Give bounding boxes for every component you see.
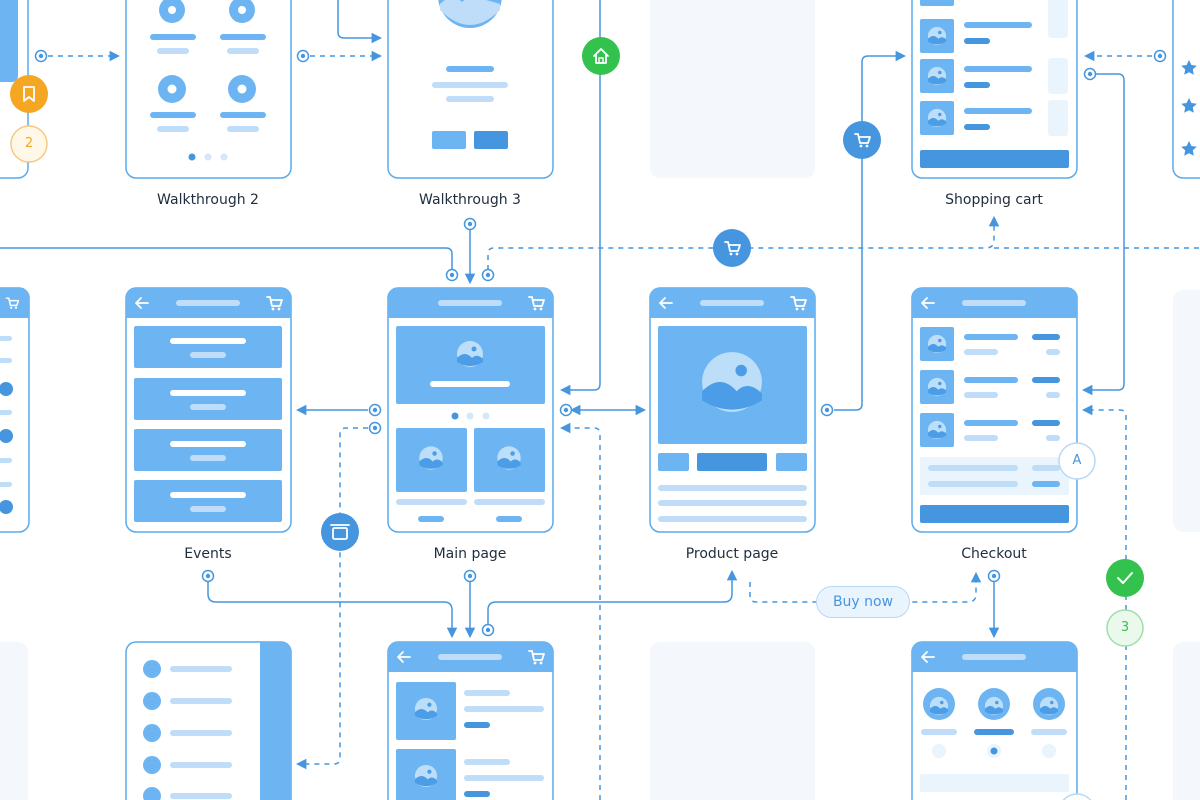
connector-dashed-main-to-side — [295, 427, 368, 770]
connector-product-to-cart — [834, 50, 907, 411]
connector-home-to-main — [559, 0, 601, 396]
placeholder-screen-right — [1173, 290, 1200, 532]
check-badge — [1106, 559, 1144, 597]
back-arrow-icon — [921, 651, 935, 663]
back-arrow-icon — [921, 297, 935, 309]
screen-payment — [911, 641, 1078, 800]
bookmark-icon — [23, 86, 35, 102]
home-badge — [582, 37, 620, 75]
screen-walkthrough-3 — [387, 0, 554, 179]
partial-screen-mid-left — [0, 287, 30, 533]
star-icon — [1181, 60, 1197, 75]
checkout-a-badge-text: A — [1072, 453, 1082, 468]
step-badge-green — [1106, 609, 1144, 647]
placeholder-screen-left-bottom — [0, 642, 28, 800]
connector-dashed-right-to-checkout — [1081, 404, 1127, 800]
connector-cart-to-checkout — [1081, 73, 1125, 396]
walkthrough-3-label: Walkthrough 3 — [419, 192, 521, 208]
placeholder-screen-right-bottom — [1173, 642, 1200, 800]
check-icon — [1117, 572, 1133, 584]
connector-dashed-down-to-main — [559, 422, 601, 800]
events-label: Events — [184, 546, 232, 562]
screen-events — [125, 287, 292, 533]
connector-list-to-product — [487, 569, 738, 624]
placeholder-screen-bottom-mid — [650, 642, 815, 800]
step-badge-orange — [10, 125, 48, 163]
main-page-label: Main page — [433, 546, 507, 562]
screen-side-list — [125, 641, 292, 800]
cart-badge-main — [713, 229, 751, 267]
bookmark-badge — [10, 75, 48, 113]
box-icon — [332, 527, 348, 540]
box-badge — [321, 513, 359, 551]
screen-product-list — [387, 641, 554, 800]
connector-events-to-list — [207, 582, 458, 639]
connector-dots — [34, 49, 1167, 637]
cart-badge-product — [843, 121, 881, 159]
connector-left-to-main — [0, 247, 453, 270]
star-icon — [1181, 141, 1197, 156]
back-arrow-icon — [659, 297, 673, 309]
screen-shopping-cart — [911, 0, 1078, 179]
step-badge-orange-text: 2 — [24, 136, 34, 151]
screen-walkthrough-2 — [125, 0, 292, 179]
connector-dot-centers — [38, 53, 1163, 633]
partial-screen-top-right — [1172, 0, 1200, 179]
partial-badge-bottom — [1062, 793, 1092, 800]
placeholder-screen-top — [650, 0, 815, 178]
checkout-label: Checkout — [961, 546, 1027, 562]
step-badge-green-text: 3 — [1120, 620, 1130, 635]
shopping-cart-label: Shopping cart — [945, 192, 1043, 208]
screen-checkout — [911, 287, 1078, 533]
back-arrow-icon — [135, 297, 149, 309]
back-arrow-icon — [397, 651, 411, 663]
checkout-a-badge — [1058, 442, 1096, 480]
screen-main-page — [387, 287, 554, 533]
buy-now-connector-label: Buy now — [816, 586, 910, 618]
screen-product-page — [649, 287, 816, 533]
walkthrough-2-label: Walkthrough 2 — [157, 192, 259, 208]
connector-top-to-main — [337, 0, 383, 44]
star-icon — [1181, 98, 1197, 113]
product-page-label: Product page — [685, 546, 779, 562]
